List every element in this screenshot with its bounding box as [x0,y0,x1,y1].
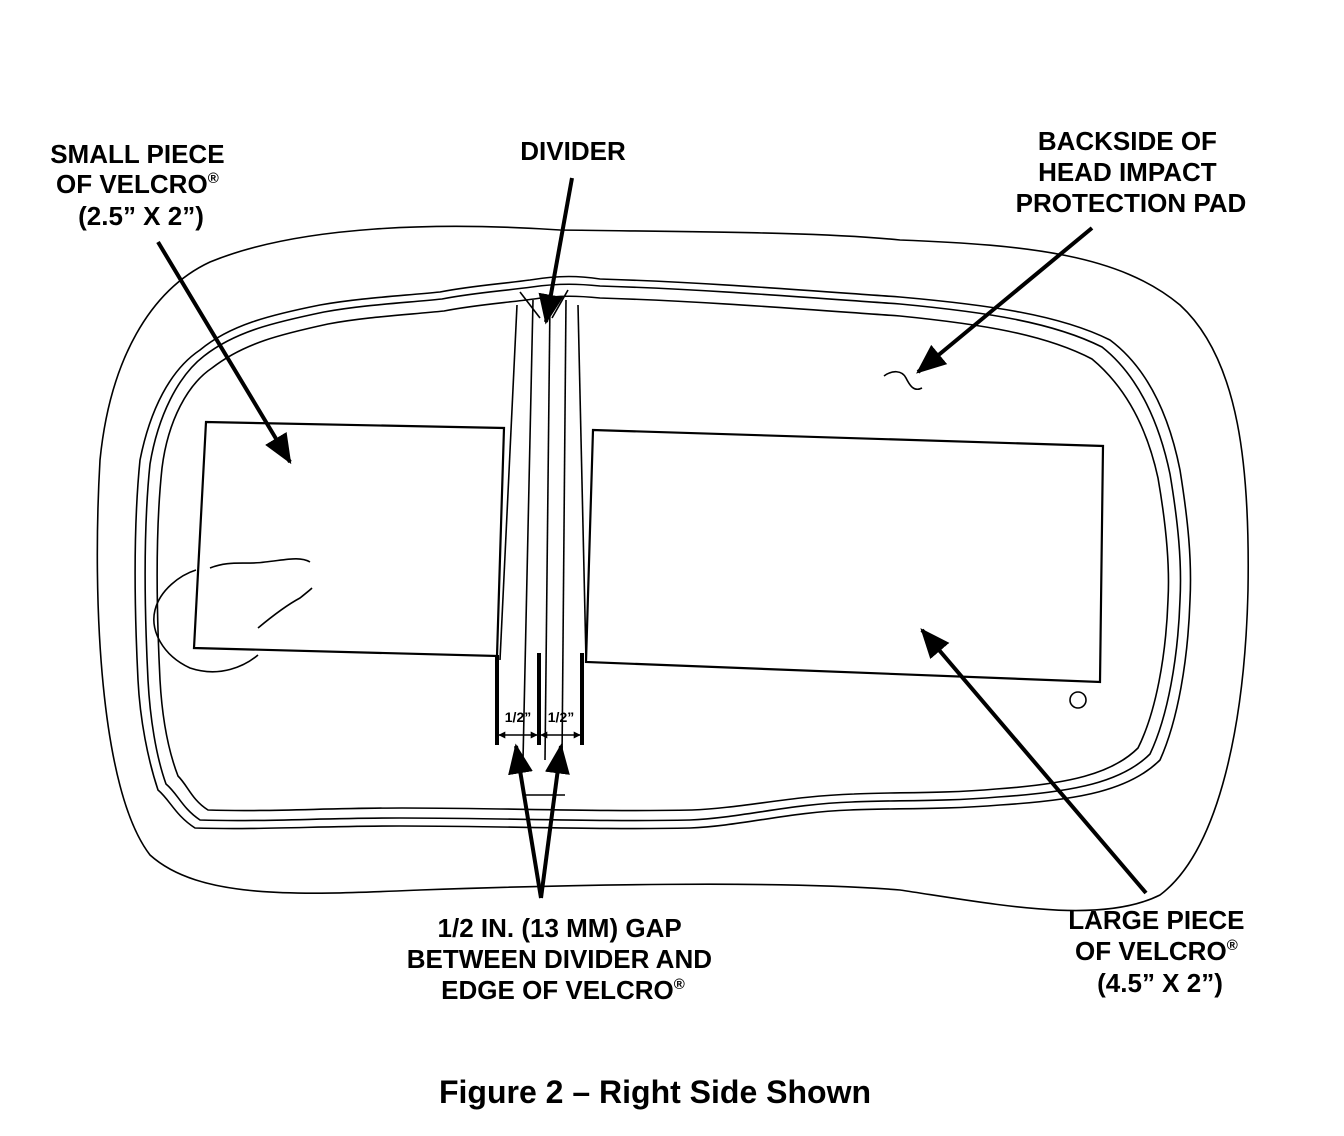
pad-inner-outline-a [134,275,1192,830]
small-piece-arrow [156,240,292,465]
pad-inner-outline-c [156,295,1170,812]
dim-label-right: 1/2” [548,709,574,725]
large-piece-label: LARGE PIECE OF VELCRO® (4.5” X 2”) [1068,905,1251,998]
divider-arrow [538,177,574,325]
backside-label: BACKSIDE OF HEAD IMPACT PROTECTION PAD [1016,126,1247,218]
large-velcro-piece [584,428,1105,709]
pad-inner-outline-b [144,283,1182,822]
gap-label: 1/2 IN. (13 MM) GAP BETWEEN DIVIDER AND … [407,913,720,1005]
small-piece-label: SMALL PIECE OF VELCRO® (2.5” X 2”) [50,139,232,231]
backside-target-mark [883,370,923,391]
divider-label: DIVIDER [520,136,626,166]
gap-arrow-left [508,743,543,899]
pad-outer-outline [96,225,1250,912]
dim-label-left: 1/2” [505,709,531,725]
gap-edge-markers [495,653,584,745]
backside-arrow [916,226,1094,374]
divider [499,289,587,796]
large-piece-arrow [920,628,1148,895]
small-velcro-piece [153,420,506,673]
figure-caption: Figure 2 – Right Side Shown [439,1074,871,1110]
gap-arrow-right [539,743,570,899]
